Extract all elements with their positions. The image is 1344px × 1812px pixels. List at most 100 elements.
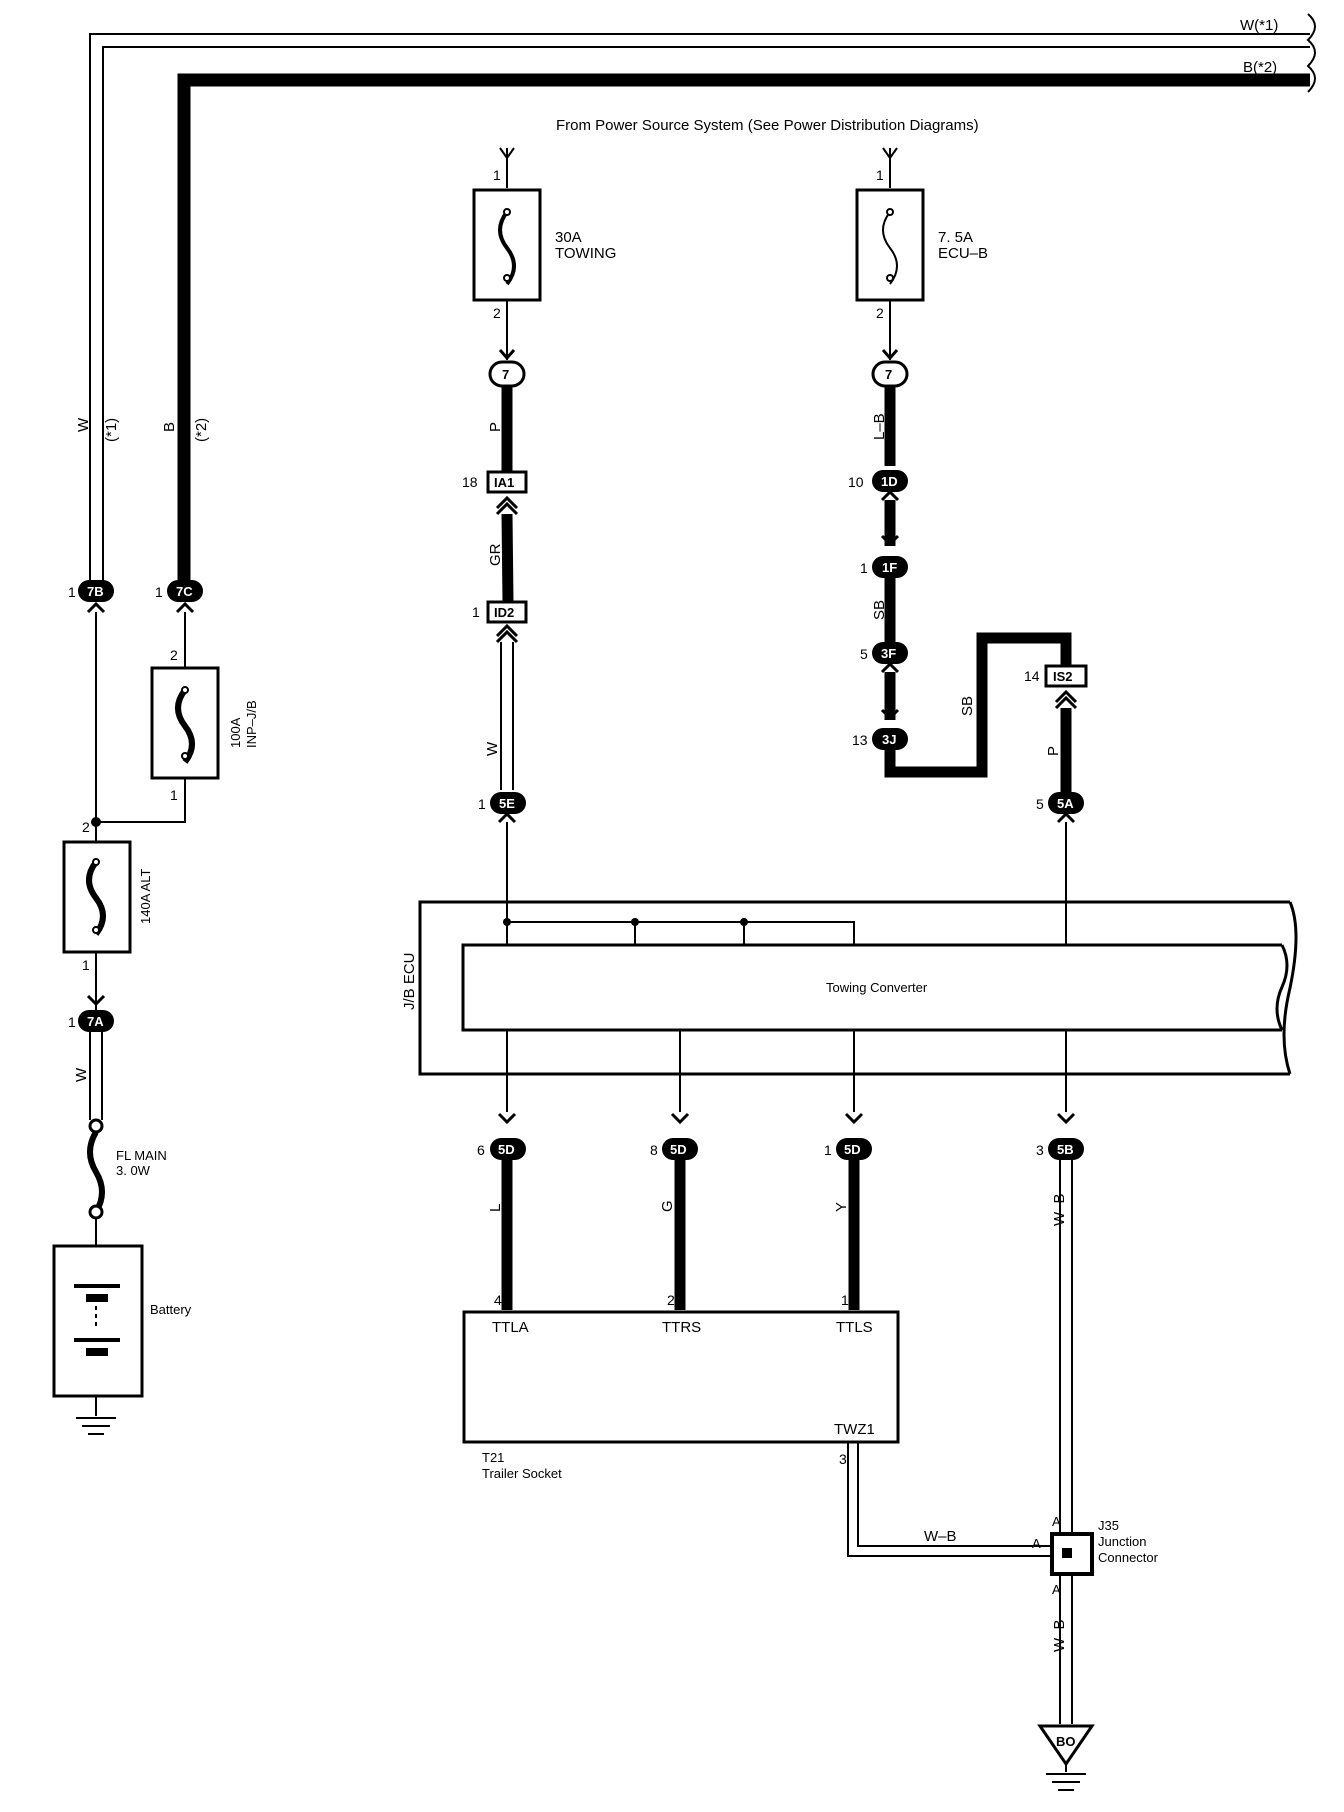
fuse-30a-name: TOWING xyxy=(555,245,616,262)
connector-id2: ID2 1 xyxy=(472,600,528,644)
output-connector-3: 5D 1 xyxy=(824,1112,872,1160)
connector-7c-pin: 1 xyxy=(155,584,163,600)
connector-ecub-7: 7 xyxy=(871,360,909,388)
arrow-towing-7 xyxy=(498,349,516,361)
socket-pin-ttla: TTLA xyxy=(492,1319,529,1336)
splice-dot xyxy=(91,817,101,827)
socket-pin-ttrs: TTRS xyxy=(662,1319,701,1336)
connector-7c-id: 7C xyxy=(176,584,193,599)
wire-junction-ground-label: W–B xyxy=(1051,1619,1068,1652)
internal-bus xyxy=(503,902,1067,945)
wire-towing-gr-label: GR xyxy=(487,543,504,566)
battery: Battery xyxy=(52,1244,192,1398)
socket-pin-twz1: TWZ1 xyxy=(834,1421,875,1438)
left-wire-w-note: (*1) xyxy=(103,418,120,442)
connector-7a: 7A 1 xyxy=(68,994,114,1032)
break-mark xyxy=(1306,13,1316,93)
junction-line1: Junction xyxy=(1098,1534,1146,1549)
connector-towing-7: 7 xyxy=(488,360,526,388)
junction-code: J35 xyxy=(1098,1518,1119,1533)
fuse-100a-inpjb: 2 1 100A INP–J/B xyxy=(150,647,259,803)
output-connector-2: 5D 8 xyxy=(650,1112,698,1160)
output-connector-4: 5B 3 xyxy=(1036,1112,1084,1160)
wire-g-label: G xyxy=(659,1200,676,1212)
fuse-ecub-amp: 7. 5A xyxy=(938,229,973,246)
junction-pin-left: A xyxy=(1032,1536,1041,1551)
fl-main-name: FL MAIN xyxy=(116,1148,167,1163)
connector-1f-id: 1F xyxy=(882,560,897,575)
connector-ia1-id: IA1 xyxy=(494,475,514,490)
fuse-30a-amp: 30A xyxy=(555,229,582,246)
fl-main-link: FL MAIN 3. 0W xyxy=(87,1118,167,1220)
output-connector-2-id: 5D xyxy=(670,1142,687,1157)
junction-line2: Connector xyxy=(1098,1550,1159,1565)
top-wire-b xyxy=(177,73,1310,590)
socket-pin-1: 1 xyxy=(841,1292,849,1308)
socket-pin-2: 2 xyxy=(667,1292,675,1308)
jb-ecu-label: J/B ECU xyxy=(401,952,418,1010)
junction-connector-j35: A A A J35 Junction Connector xyxy=(1032,1514,1159,1597)
connector-7a-id: 7A xyxy=(87,1014,104,1029)
output-connector-1-pin: 6 xyxy=(477,1142,485,1158)
wire-l-label: L xyxy=(487,1204,504,1212)
socket-name: Trailer Socket xyxy=(482,1466,562,1481)
connector-ia1: IA1 18 xyxy=(462,470,528,516)
wire-towing-gr xyxy=(501,513,514,603)
fuse-ecub-pin-in: 1 xyxy=(876,167,884,183)
wire-ecub-sb2 xyxy=(884,632,1072,778)
connector-3j-id: 3J xyxy=(882,732,896,747)
connector-5e: 5E 1 xyxy=(478,792,526,824)
connector-7b: 7B 1 xyxy=(68,580,114,614)
power-source-note: From Power Source System (See Power Dist… xyxy=(556,117,979,134)
top-wire-w-label: W(*1) xyxy=(1240,17,1278,34)
connector-1d-pin: 10 xyxy=(848,474,864,490)
fuse-ecub-pin-out: 2 xyxy=(876,305,884,321)
connector-is2: IS2 14 xyxy=(1024,664,1088,710)
connector-7a-pin: 1 xyxy=(68,1014,76,1030)
output-connector-1: 5D 6 xyxy=(477,1112,526,1160)
fuse-30a-towing: 1 2 30A TOWING xyxy=(472,167,616,321)
wire-y-label: Y xyxy=(833,1202,850,1212)
socket-twz-pin-num: 3 xyxy=(839,1451,847,1467)
top-wire-b-label: B(*2) xyxy=(1243,59,1277,76)
towing-converter: Towing Converter xyxy=(461,943,1289,1032)
wire-inpjb-to-alt xyxy=(96,778,186,823)
connector-5a-pin: 5 xyxy=(1036,796,1044,812)
socket-code: T21 xyxy=(482,1450,504,1465)
connector-7b-id: 7B xyxy=(87,584,104,599)
junction-pin-top: A xyxy=(1052,1514,1061,1529)
ground-bo: BO xyxy=(1037,1724,1095,1791)
socket-pin-ttls: TTLS xyxy=(836,1319,873,1336)
connector-towing-7-id: 7 xyxy=(502,367,509,382)
connector-5a: 5A 5 xyxy=(1036,792,1084,824)
connector-id2-id: ID2 xyxy=(494,605,514,620)
connector-3j-pin: 13 xyxy=(852,732,868,748)
left-wire-w-label: W xyxy=(75,417,92,432)
connector-7b-pin: 1 xyxy=(68,584,76,600)
battery-label: Battery xyxy=(150,1302,192,1317)
output-connector-3-pin: 1 xyxy=(824,1142,832,1158)
connector-is2-pin: 14 xyxy=(1024,668,1040,684)
battery-ground-icon xyxy=(76,1417,116,1435)
fuse-100a-pin-in: 2 xyxy=(170,647,178,663)
connector-ecub-7-id: 7 xyxy=(885,367,892,382)
fuse-140a-alt: 2 1 140A ALT xyxy=(62,819,153,973)
wire-ecub-p-label: P xyxy=(1045,746,1062,756)
connector-1d-id: 1D xyxy=(881,474,898,489)
output-connector-1-id: 5D xyxy=(498,1142,515,1157)
arrow-ecub-7 xyxy=(881,349,899,361)
top-wire-w xyxy=(89,33,1310,590)
trailer-socket: 4 TTLA 2 TTRS 1 TTLS TWZ1 3 T21 Trailer … xyxy=(462,1292,900,1481)
connector-3f: 3F 5 xyxy=(860,642,908,674)
output-connector-4-pin: 3 xyxy=(1036,1142,1044,1158)
connector-1f-pin: 1 xyxy=(860,560,868,576)
connector-5a-id: 5A xyxy=(1057,796,1074,811)
fuse-140a-pin-out: 1 xyxy=(82,957,90,973)
fuse-100a-amp: 100A xyxy=(228,717,243,748)
connector-1d: 1D 10 xyxy=(848,470,908,502)
socket-pin-4: 4 xyxy=(494,1292,502,1308)
wire-towing-w-label: W xyxy=(484,741,501,756)
wire-ecub-lb-label: L–B xyxy=(871,413,888,440)
connector-id2-pin: 1 xyxy=(472,604,480,620)
